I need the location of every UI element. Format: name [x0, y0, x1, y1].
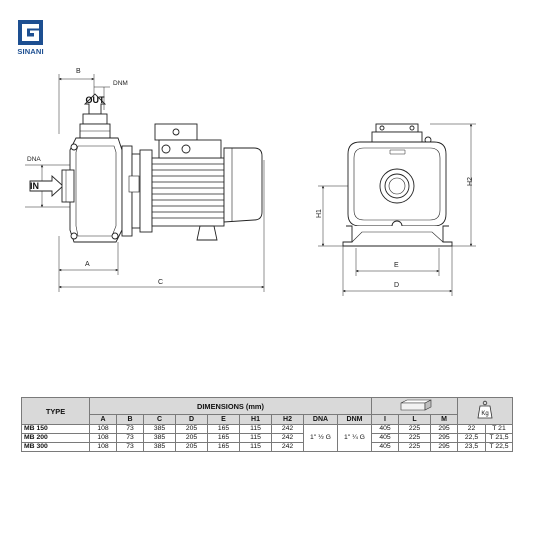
label-out: OUT	[86, 95, 106, 105]
table-row: MB 200 108 73 385 205 165 115 242 405 22…	[21, 433, 514, 443]
table-row: MB 150 108 73 385 205 165 115 242 1" ½ G…	[21, 424, 514, 452]
label-c: C	[158, 279, 163, 286]
cell-d: 205	[175, 424, 208, 434]
cell-e: 165	[207, 424, 240, 434]
row-type: MB 200	[21, 433, 90, 443]
cell-m: 295	[430, 424, 459, 434]
cell-kg: 22,5	[457, 433, 487, 443]
cell-e: 165	[207, 433, 240, 443]
row-type: MB 300	[21, 442, 90, 452]
weight-icon: Kg	[477, 400, 493, 419]
cell-a: 108	[89, 442, 117, 452]
cell-dna: 1" ½ G	[303, 424, 338, 452]
label-h1: H1	[316, 209, 323, 218]
col-c: C	[143, 414, 176, 425]
cell-h2: 242	[271, 442, 304, 452]
cell-d: 205	[175, 433, 208, 443]
label-e: E	[394, 262, 399, 269]
cell-kg: 23,5	[457, 442, 487, 452]
cell-h2: 242	[271, 433, 304, 443]
label-d: D	[394, 282, 399, 289]
cell-code: T 21	[485, 424, 514, 434]
dimensions-header: DIMENSIONS (mm)	[88, 397, 373, 415]
col-h1: H1	[239, 414, 272, 425]
cell-code: T 21,5	[485, 433, 514, 443]
cell-b: 73	[116, 424, 144, 434]
col-i: I	[371, 414, 400, 425]
front-view	[318, 123, 476, 296]
weight-unit: Kg	[481, 411, 488, 417]
cell-i: 405	[371, 424, 400, 434]
cell-l: 225	[398, 424, 432, 434]
cell-code: T 22,5	[485, 442, 514, 452]
cell-b: 73	[116, 442, 144, 452]
cell-h2: 242	[271, 424, 304, 434]
col-d: D	[175, 414, 208, 425]
cell-kg: 22	[457, 424, 487, 434]
cell-i: 405	[371, 433, 400, 443]
label-a: A	[85, 261, 90, 268]
cell-l: 225	[398, 433, 432, 443]
col-h2: H2	[271, 414, 304, 425]
weight-header: Kg	[457, 397, 514, 425]
col-a: A	[89, 414, 117, 425]
label-dna: DNA	[27, 156, 41, 163]
package-box-icon	[400, 399, 431, 411]
cell-a: 108	[89, 433, 117, 443]
label-dnm: DNM	[113, 80, 128, 87]
label-b: B	[76, 68, 81, 75]
cell-i: 405	[371, 442, 400, 452]
cell-m: 295	[430, 442, 459, 452]
col-b: B	[116, 414, 144, 425]
row-type: MB 150	[21, 424, 90, 434]
col-dnm: DNM	[336, 414, 373, 425]
cell-m: 295	[430, 433, 459, 443]
cell-h1: 115	[239, 442, 272, 452]
side-view	[25, 74, 265, 292]
col-l: L	[398, 414, 432, 425]
col-dna: DNA	[303, 414, 338, 425]
col-e: E	[207, 414, 240, 425]
col-m: M	[430, 414, 459, 425]
dimensions-table: TYPE DIMENSIONS (mm) Kg A B C D	[21, 397, 514, 452]
cell-c: 385	[143, 424, 176, 434]
cell-b: 73	[116, 433, 144, 443]
cell-e: 165	[207, 442, 240, 452]
table-row: MB 300 108 73 385 205 165 115 242 405 22…	[21, 442, 514, 452]
cell-dnm: 1" ¼ G	[336, 424, 373, 452]
cell-c: 385	[143, 433, 176, 443]
cell-a: 108	[89, 424, 117, 434]
cell-h1: 115	[239, 433, 272, 443]
package-header	[371, 397, 459, 415]
brand-name: SINANI	[17, 47, 44, 56]
label-in: IN	[30, 181, 39, 191]
type-header: TYPE	[21, 397, 90, 425]
cell-l: 225	[398, 442, 432, 452]
label-h2: H2	[467, 177, 474, 186]
cell-c: 385	[143, 442, 176, 452]
cell-h1: 115	[239, 424, 272, 434]
cell-d: 205	[175, 442, 208, 452]
sinani-logo-icon	[18, 20, 43, 45]
pump-technical-drawing: B DNM OUT DNA IN A C	[25, 68, 476, 296]
